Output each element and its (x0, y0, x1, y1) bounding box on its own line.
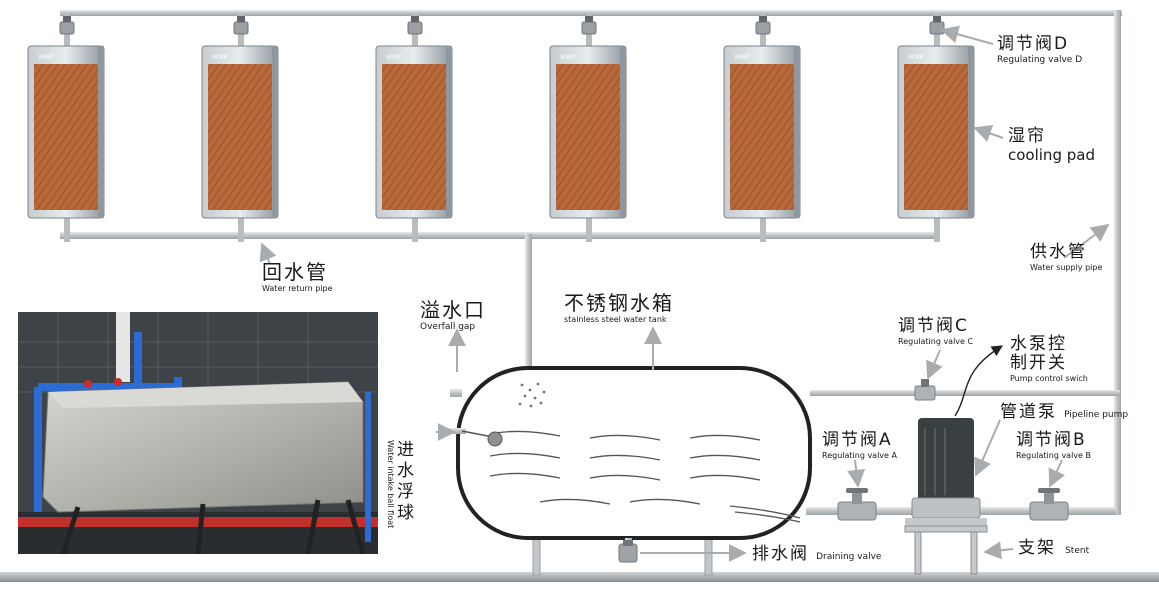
label-draining-valve: 排水阀 Draining valve (752, 546, 881, 563)
cooling-pad: WWP (897, 14, 975, 242)
label-pump-switch-en: Pump control swich (1010, 374, 1088, 383)
label-valve-b: 调节阀B Regulating valve B (1016, 432, 1091, 460)
label-stent-en: Stent (1065, 546, 1090, 556)
cooling-pad: WWP (723, 14, 801, 242)
overflow-gap (450, 389, 462, 397)
pad-brand-text: WWP (212, 54, 228, 61)
label-pump-switch: 水泵控 制开关 Pump control swich (1010, 336, 1088, 383)
label-stent: 支架 Stent (1018, 540, 1089, 557)
floor (0, 572, 1159, 582)
top-supply-pipe (60, 10, 1122, 16)
label-valve-c-en: Regulating valve C (898, 337, 974, 346)
label-valve-c: 调节阀C Regulating valve C (898, 318, 973, 346)
label-cooling-pad-en: cooling pad (1008, 146, 1095, 164)
bubbles (518, 382, 546, 408)
float-inlet-pipe (446, 428, 466, 434)
label-tank: 不锈钢水箱 stainless steel water tank (564, 293, 674, 324)
ball-float (487, 431, 503, 447)
regulating-valve-a[interactable] (837, 488, 877, 521)
pad-brand-text: WWP (908, 54, 924, 61)
label-ball-float-en: Water intake ball float (386, 440, 395, 529)
stainless-steel-tank (456, 366, 812, 540)
label-draining-valve-en: Draining valve (816, 552, 882, 562)
label-tank-cn: 不锈钢水箱 (564, 291, 674, 315)
draining-valve[interactable] (618, 543, 638, 563)
label-valve-d-en: Regulating valve D (997, 55, 1083, 65)
label-overflow-en: Overfall gap (420, 322, 476, 332)
label-ball-float-cn: 进水浮球 (397, 440, 414, 523)
label-overflow-cn: 溢水口 (420, 298, 486, 322)
water-waves (489, 430, 801, 523)
label-tank-en: stainless steel water tank (564, 315, 667, 324)
label-supply-pipe-cn: 供水管 (1030, 242, 1087, 262)
cooling-pad: WWP (549, 14, 627, 242)
cooling-pad: WWP (27, 14, 105, 242)
callout-arrows (259, 25, 1110, 562)
regulating-valve-c[interactable] (914, 379, 936, 401)
label-valve-a: 调节阀A Regulating valve A (822, 432, 897, 460)
pad-brand-text: WWP (38, 54, 54, 61)
label-stent-cn: 支架 (1018, 538, 1056, 558)
tank-photo (18, 312, 378, 554)
label-valve-a-en: Regulating valve A (822, 451, 897, 460)
label-valve-d-cn: 调节阀D (997, 34, 1070, 54)
pipeline-pump[interactable] (905, 418, 987, 526)
regulating-valve-b[interactable] (1029, 488, 1069, 521)
return-pipe (60, 232, 940, 239)
label-supply-pipe-en: Water supply pipe (1030, 263, 1103, 272)
label-pipeline-pump-en: Pipeline pump (1064, 410, 1129, 420)
label-cooling-pad: 湿帘 cooling pad (1008, 128, 1095, 163)
switch-arrow (954, 345, 1003, 417)
pad-brand-text: WWP (386, 54, 402, 61)
pad-brand-text: WWP (560, 54, 576, 61)
label-valve-d: 调节阀D Regulating valve D (997, 36, 1082, 65)
cooling-pad: WWP (375, 14, 453, 242)
label-valve-b-cn: 调节阀B (1016, 430, 1087, 450)
pump-stand (904, 525, 988, 575)
label-overflow: 溢水口 Overfall gap (420, 300, 486, 332)
label-return-pipe-en: Water return pipe (262, 284, 333, 293)
label-valve-c-cn: 调节阀C (898, 316, 969, 336)
cooling-pad-row: WWP WWP WWP WWP WWP WWP (27, 14, 975, 242)
label-cooling-pad-cn: 湿帘 (1008, 126, 1046, 146)
label-return-pipe: 回水管 Water return pipe (262, 262, 333, 293)
label-valve-a-cn: 调节阀A (822, 430, 893, 450)
label-pipeline-pump: 管道泵 Pipeline pump (1000, 404, 1128, 421)
return-down-pipe (525, 234, 532, 372)
label-draining-valve-cn: 排水阀 (752, 544, 809, 564)
label-valve-b-en: Regulating valve B (1016, 451, 1091, 460)
pad-brand-text: WWP (734, 54, 750, 61)
label-pipeline-pump-cn: 管道泵 (1000, 402, 1057, 422)
label-supply-pipe: 供水管 Water supply pipe (1030, 244, 1102, 272)
vertical-supply-pipe (1114, 10, 1121, 515)
label-pump-switch-cn1: 水泵控 (1010, 334, 1067, 354)
label-pump-switch-cn2: 制开关 (1010, 353, 1067, 373)
label-return-pipe-cn: 回水管 (262, 260, 328, 284)
cooling-pad: WWP (201, 14, 279, 242)
